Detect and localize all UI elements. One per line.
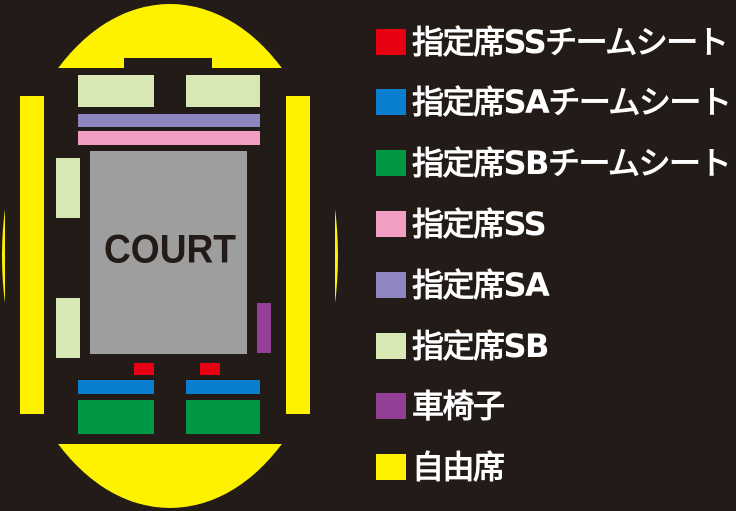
sb-team-seat-left[interactable]: [78, 400, 154, 434]
free-seating-right-stand[interactable]: [286, 96, 310, 414]
legend-label: 指定席SS: [412, 205, 547, 243]
legend-label: 指定席SA: [412, 266, 550, 304]
legend-swatch: [376, 150, 406, 176]
legend-label: 指定席SBチームシート: [412, 144, 731, 182]
sa-team-seat-left[interactable]: [78, 380, 154, 394]
sb-seat-block-top-left[interactable]: [78, 75, 154, 107]
legend-swatch: [376, 333, 406, 359]
legend-swatch: [376, 29, 406, 55]
sa-seat-row[interactable]: [78, 114, 260, 127]
ss-seat-row[interactable]: [78, 131, 260, 145]
legend-label: 自由席: [412, 448, 505, 486]
wheelchair-area[interactable]: [257, 303, 271, 353]
legend-label: 車椅子: [412, 387, 505, 425]
legend-item-wheelchair: 車椅子: [376, 386, 505, 426]
legend-swatch: [376, 89, 406, 115]
free-seating-left-stand[interactable]: [20, 96, 44, 414]
sa-team-seat-right[interactable]: [186, 380, 260, 394]
legend-item-sa-team: 指定席SAチームシート: [376, 82, 732, 122]
sb-team-seat-right[interactable]: [186, 400, 260, 434]
legend: 指定席SSチームシート 指定席SAチームシート 指定席SBチームシート 指定席S…: [376, 0, 736, 511]
court: [90, 151, 247, 354]
court-label: COURT: [104, 228, 236, 272]
ss-team-seat-right[interactable]: [200, 363, 220, 375]
legend-item-free: 自由席: [376, 447, 505, 487]
ss-team-seat-left[interactable]: [134, 363, 154, 375]
legend-item-sb: 指定席SB: [376, 326, 549, 366]
legend-label: 指定席SAチームシート: [412, 83, 732, 121]
legend-label: 指定席SSチームシート: [412, 23, 729, 61]
sb-seat-block-left-lower[interactable]: [56, 298, 80, 358]
legend-swatch: [376, 272, 406, 298]
legend-item-ss-team: 指定席SSチームシート: [376, 22, 729, 62]
seating-map: COURT: [2, 4, 338, 508]
sb-seat-block-top-right[interactable]: [186, 75, 260, 107]
legend-item-sa: 指定席SA: [376, 265, 550, 305]
legend-swatch: [376, 211, 406, 237]
sb-seat-block-left-upper[interactable]: [56, 158, 80, 218]
legend-label: 指定席SB: [412, 327, 549, 365]
legend-item-sb-team: 指定席SBチームシート: [376, 143, 731, 183]
legend-swatch: [376, 454, 406, 480]
legend-item-ss: 指定席SS: [376, 204, 547, 244]
legend-swatch: [376, 393, 406, 419]
arena-entrance-top: [124, 58, 212, 70]
